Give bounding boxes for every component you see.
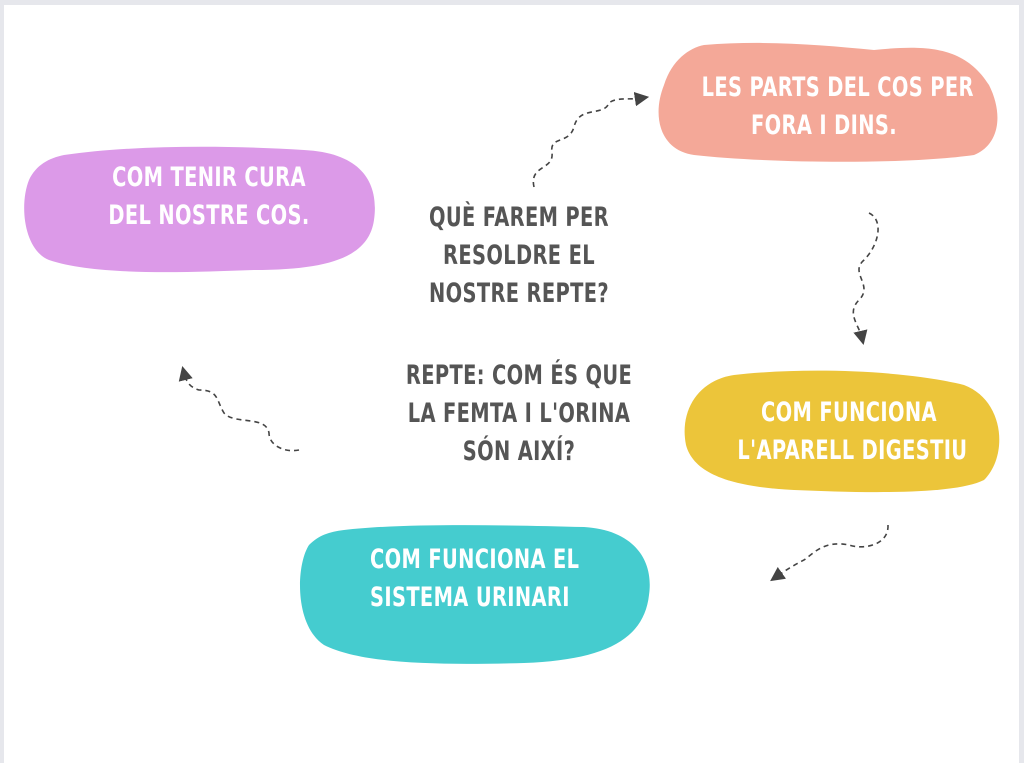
bubble-cura-shape [24, 146, 375, 273]
bubble-digestiu-shape [684, 370, 1000, 493]
bubble-urinari-line: Com funciona el [370, 544, 580, 575]
center-challenge: Repte: Com és que la femta i l'orina són… [379, 357, 660, 471]
arrow-urinari-to-cura [178, 366, 300, 452]
bubble-digestiu-line: Com funciona [761, 397, 937, 428]
bubble-cura-line: del nostre cos. [108, 200, 310, 231]
center-question-line: Què farem per [429, 202, 609, 233]
center-question: Què farem per resoldre el nostre repte? [386, 199, 652, 313]
bubble-digestiu: Com funciona l'aparell digestiu [737, 394, 968, 470]
bubble-parts-line: Les parts del cos per [701, 72, 974, 103]
center-challenge-line: són així? [462, 436, 576, 467]
bubble-cura: Com tenir cura del nostre cos. [97, 159, 320, 235]
bubble-parts-shape [658, 42, 998, 162]
bubble-digestiu-line: l'aparell digestiu [737, 435, 968, 466]
arrow-parts-to-digestiu [852, 212, 879, 346]
center-challenge-line: la femta i l'orina [407, 398, 631, 429]
shapes-layer [24, 42, 1000, 664]
bubble-cura-line: Com tenir cura [112, 162, 306, 193]
bubble-parts: Les parts del cos per fora i dins. [701, 69, 974, 145]
bubble-parts-line: fora i dins. [751, 110, 897, 141]
center-question-line: nostre repte? [428, 278, 610, 309]
bubble-urinari: Com funciona el sistema urinari [334, 541, 586, 617]
bubble-urinari-shape [299, 525, 650, 664]
bubble-urinari-line: sistema urinari [370, 582, 570, 613]
center-question-line: resoldre el [443, 240, 595, 271]
center-challenge-line: Repte: Com és que [405, 360, 633, 391]
arrow-center-to-parts [532, 91, 650, 188]
diagram-canvas: Les parts del cos per fora i dins. Com t… [4, 5, 1019, 763]
arrow-digestiu-to-urinari [770, 524, 889, 582]
